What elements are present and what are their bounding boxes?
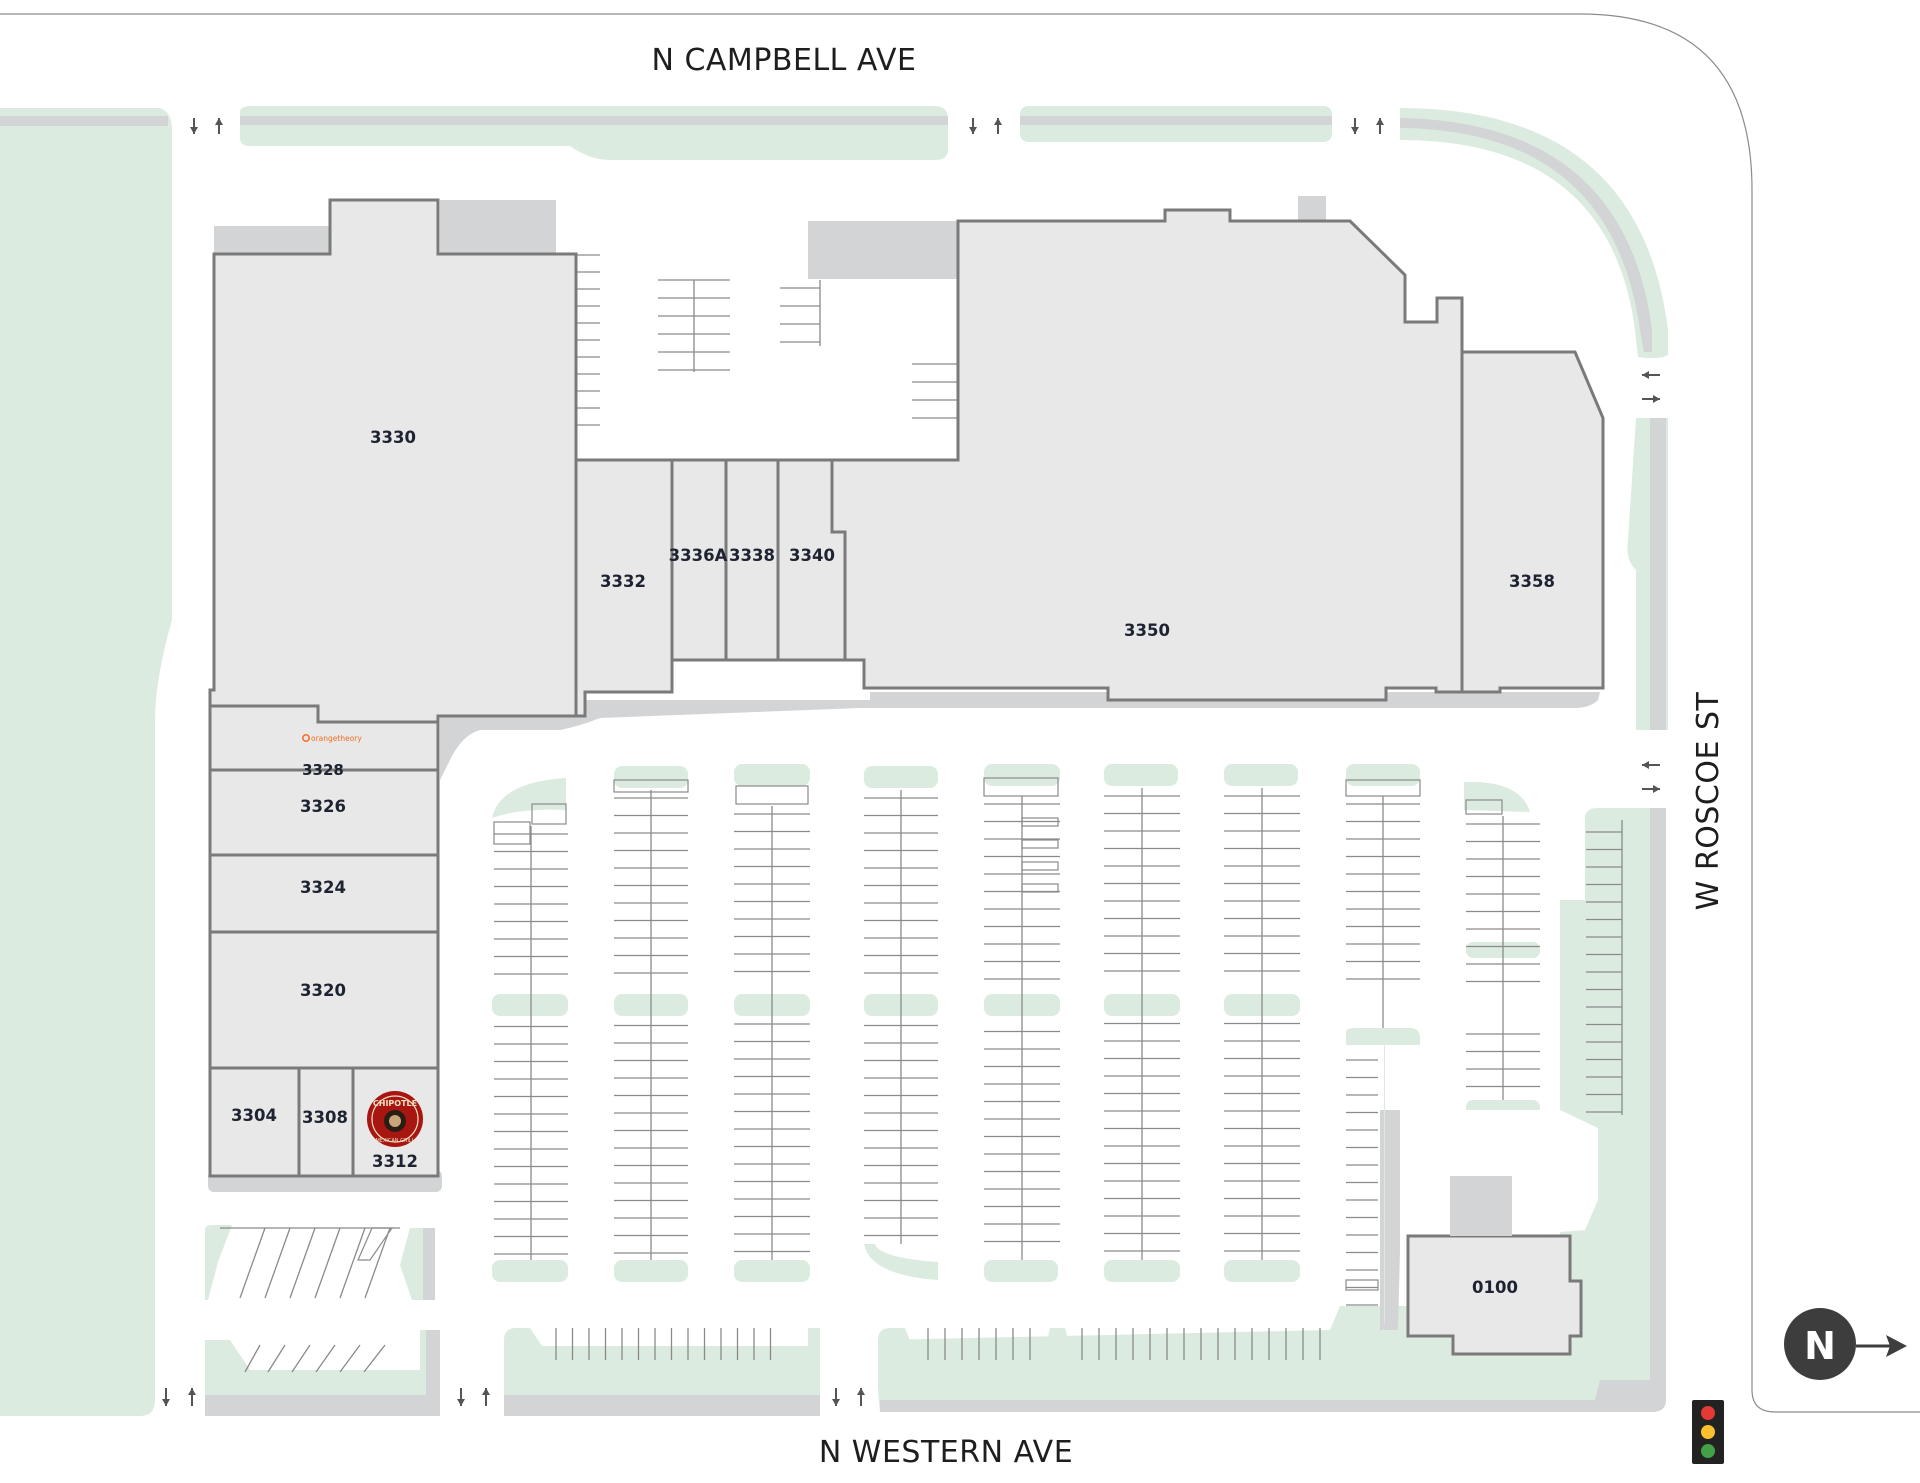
unit-label: 3330 [370,428,416,447]
south-landscape [205,1326,1340,1416]
building-3330[interactable] [208,198,578,724]
chipotle-logo-icon: CHIPOTLE MEXICAN GRILL [367,1091,423,1147]
upper-parking-stalls [575,254,958,426]
compass-north-icon: N [1784,1308,1907,1380]
property-boundary [0,13,1920,1413]
unit-label: 3332 [600,572,646,591]
unit-label: 3350 [1124,621,1170,640]
building-shadows [208,196,1600,1330]
building-3358[interactable] [1460,350,1605,694]
traffic-light-icon [1692,1400,1724,1464]
unit-label: 3336A [669,546,728,565]
south-parking-stalls [555,1328,1321,1360]
small-parking-lot [205,1225,435,1373]
unit-label: 3328 [302,761,344,779]
unit-label: 3358 [1509,572,1555,591]
buildings [208,198,1605,1356]
svg-text:MEXICAN GRILL: MEXICAN GRILL [375,1138,414,1144]
parking-stalls [494,788,1623,1306]
traffic-direction-arrow-icon [162,118,1660,1406]
building-south-west-block[interactable] [208,704,440,1178]
unit-label: 3326 [300,797,346,816]
west-landscape-strip [0,108,172,1416]
unit-label: 3320 [300,981,346,1000]
orangetheory-logo-icon: orangetheory [302,734,362,743]
unit-label: 3324 [300,878,346,897]
unit-label: 3308 [302,1108,348,1127]
svg-text:N: N [1804,1324,1836,1368]
street-label-east: W ROSCOE ST [1691,692,1726,911]
unit-labels: 3330 3332 3336A 3338 3340 3350 3358 3328… [231,428,1555,1297]
svg-text:orangetheory: orangetheory [311,734,362,743]
building-0100[interactable] [1406,1234,1583,1356]
unit-label: 3338 [729,546,775,565]
unit-label: 3304 [231,1106,277,1125]
accessible-stalls [493,777,1503,1291]
unit-label: 3312 [372,1152,418,1171]
unit-label: 3340 [789,546,835,565]
svg-text:CHIPOTLE: CHIPOTLE [373,1099,417,1108]
unit-label: 0100 [1472,1278,1518,1297]
north-landscape [240,106,1668,359]
street-label-north: N CAMPBELL AVE [651,43,916,78]
street-label-south: N WESTERN AVE [819,1435,1073,1470]
building-block-middle[interactable] [574,208,1464,718]
